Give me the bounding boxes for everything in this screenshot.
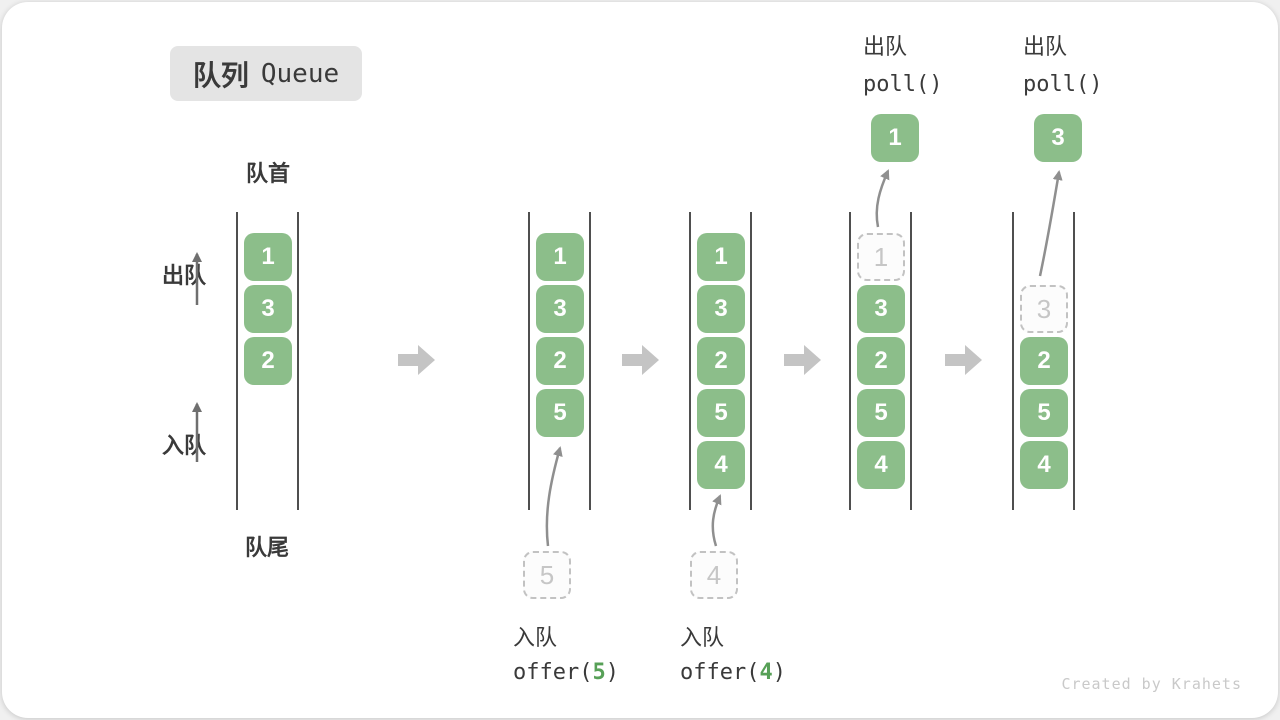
queue-item: 5 [697,389,745,437]
queue-item: 2 [697,337,745,385]
queue-item: 3 [857,285,905,333]
queue-item: 1 [697,233,745,281]
queue-item: 1 [536,233,584,281]
op-label-zh: 出队 [1023,34,1068,59]
queue-rails [689,212,752,510]
polled-item: 1 [871,114,919,162]
queue-rails [1012,212,1075,510]
pending-enqueue-item: 4 [690,551,738,599]
queue-rails [849,212,912,510]
polled-item: 3 [1034,114,1082,162]
op-label-zh: 入队 [680,625,725,650]
queue-item: 3 [244,285,292,333]
flow-arrow-icon [398,345,435,375]
queue-item: 5 [1020,389,1068,437]
title-zh: 队列 [192,59,249,91]
queue-item: 4 [697,441,745,489]
code-suffix: ) [772,660,786,685]
queue-item: 2 [244,337,292,385]
queue-item: 5 [857,389,905,437]
removed-item-ghost: 3 [1020,285,1068,333]
label-queue-rear: 队尾 [244,535,289,560]
queue-item: 4 [1020,441,1068,489]
op-code: offer(5) [513,655,733,690]
op-label-zh: 出队 [863,34,908,59]
code-prefix: offer( [680,660,760,685]
op-label-zh: 入队 [513,625,558,650]
queue-item: 2 [536,337,584,385]
flow-arrow-icon [784,345,821,375]
watermark: Created by Krahets [1061,675,1242,693]
queue-item: 3 [536,285,584,333]
queue-item: 2 [857,337,905,385]
queue-item: 4 [857,441,905,489]
label-dequeue-side: 出队 [161,263,206,288]
queue-item: 3 [697,285,745,333]
dequeue-operation-label: 出队 poll() [863,28,1083,104]
dequeue-operation-label: 出队 poll() [1023,28,1243,104]
queue-state-after-poll-1: 1 3 2 5 4 1 出队 poll() [849,0,942,720]
code-arg: 5 [592,660,606,685]
pending-enqueue-item: 5 [523,551,571,599]
queue-rails [528,212,591,510]
queue-item: 2 [1020,337,1068,385]
op-code: poll() [1023,72,1103,97]
removed-item-ghost: 1 [857,233,905,281]
flow-arrow-icon [945,345,982,375]
queue-item: 1 [244,233,292,281]
queue-item: 5 [536,389,584,437]
title-badge: 队列 Queue [170,46,362,101]
code-arg: 4 [759,660,773,685]
queue-rails [236,212,299,510]
queue-state-after-offer-5: 1 3 2 5 5 入队 offer(5) [513,0,619,720]
queue-state-after-offer-4: 1 3 2 5 4 4 入队 offer(4) [680,0,786,720]
code-suffix: ) [605,660,619,685]
label-queue-front: 队首 [245,161,290,186]
title-en: Queue [260,58,340,89]
enqueue-operation-label: 入队 offer(5) [513,620,733,690]
label-enqueue-side: 入队 [161,433,206,458]
op-code: poll() [863,72,943,97]
flow-arrow-icon [622,345,659,375]
code-prefix: offer( [513,660,593,685]
enqueue-operation-label: 入队 offer(4) [680,620,900,690]
queue-state-initial: 1 3 2 [236,0,299,720]
queue-state-after-poll-3: 3 2 5 4 3 出队 poll() [1012,0,1102,720]
op-code: offer(4) [680,655,900,690]
